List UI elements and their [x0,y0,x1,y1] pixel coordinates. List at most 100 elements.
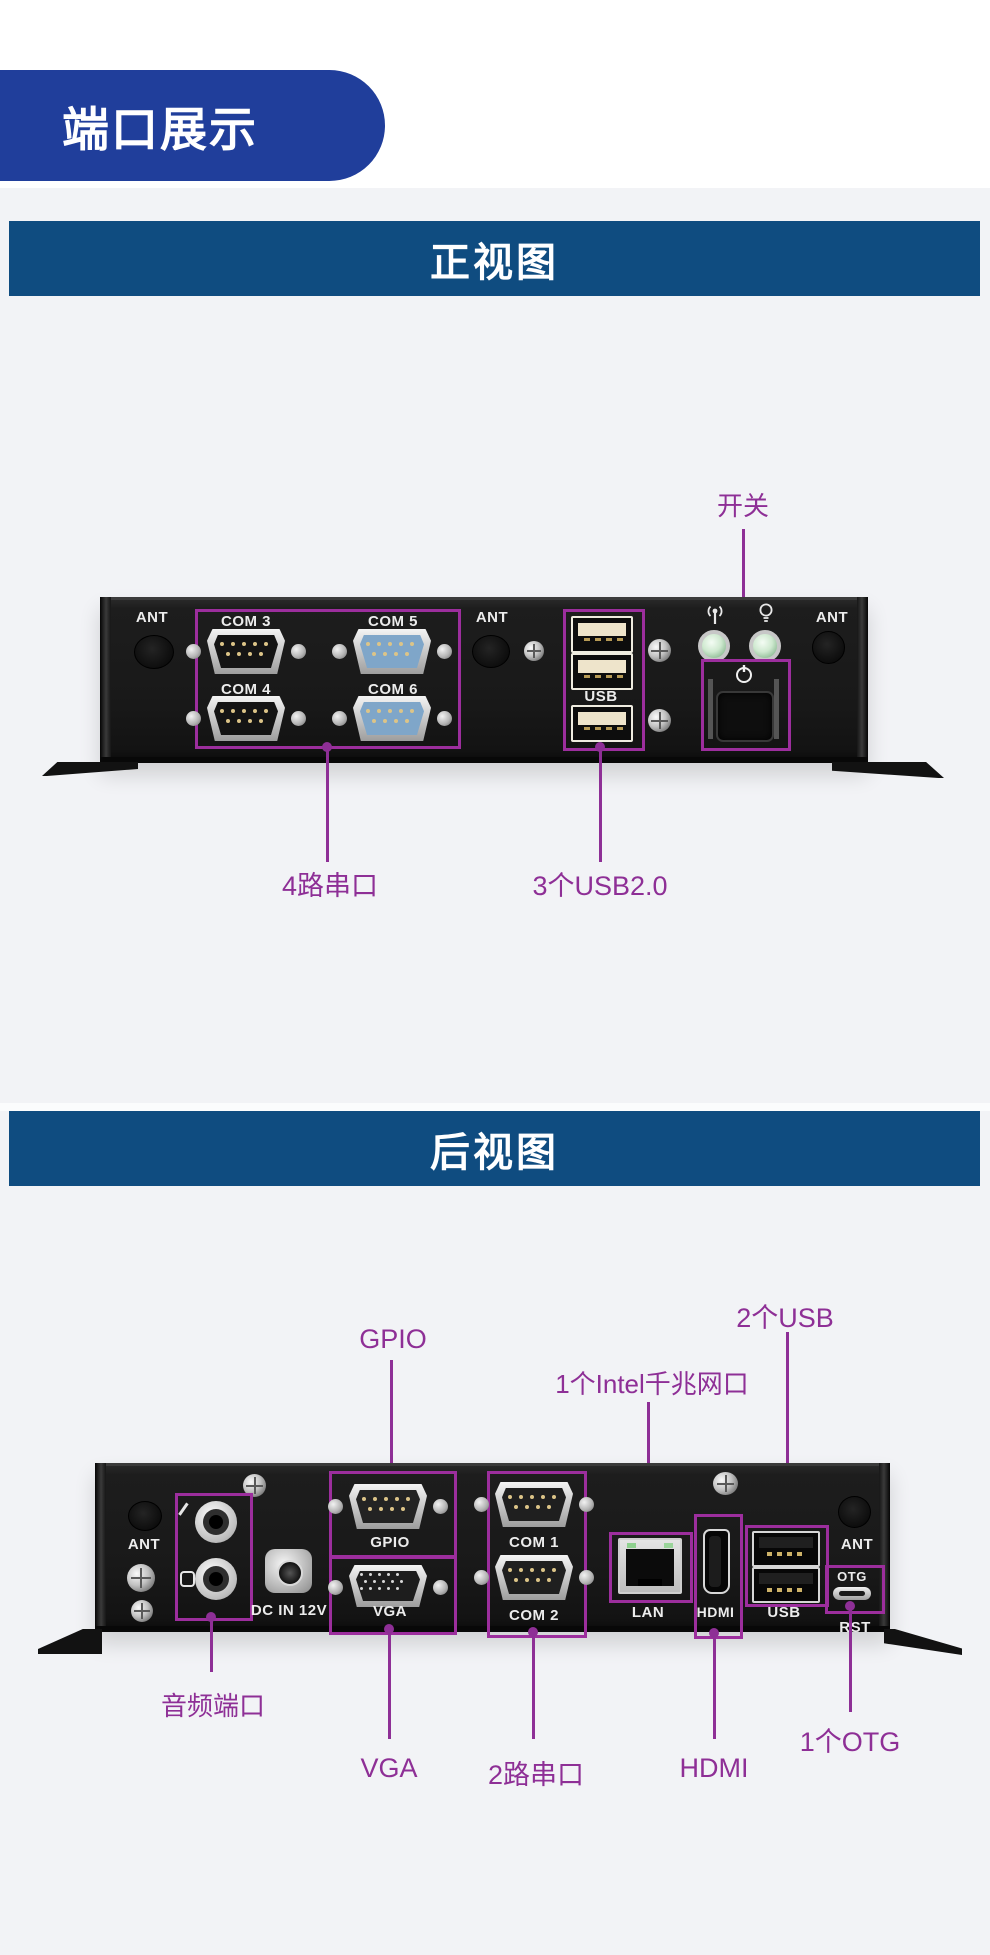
front-ant-mid-label: ANT [475,609,509,626]
rear-view-title: 后视图 [430,1130,559,1175]
rear-usb-port-1 [752,1531,820,1567]
lan-label: LAN [631,1604,665,1621]
vga-callout-box [329,1555,457,1635]
chassis-left-bevel [95,1463,106,1632]
front-usb-label: USB [584,688,618,705]
vga-label: VGA [372,1603,407,1620]
power-icon [733,663,755,685]
front-view-header: 正视图 [9,221,980,296]
annotation-gpio: GPIO [359,1324,427,1354]
rear-view-header: 后视图 [9,1111,980,1186]
front-view-title: 正视图 [430,240,559,285]
audio-jack-out [195,1501,237,1543]
annotation-serial2-line [532,1632,535,1739]
screw-icon [648,639,671,662]
annotation-otg: 1个OTG [799,1727,901,1757]
power-button[interactable] [716,691,774,742]
annotation-hdmi-line [713,1633,716,1739]
front-ant-right-label: ANT [815,609,849,626]
com1-label: COM 1 [508,1534,559,1551]
com3-label: COM 3 [220,613,271,630]
screw-icon [127,1564,155,1592]
front-ant-left-label: ANT [135,609,169,626]
annotation-serial-line [326,747,329,862]
annotation-serial2: 2路串口 [487,1760,585,1790]
annotation-gpio-line [390,1360,393,1472]
hdmi-label: HDMI [696,1604,735,1620]
chassis-bottom-lip [100,757,868,763]
otg-port [833,1587,871,1600]
page-title: 端口展示 [62,103,258,156]
rear-usb-port-2 [752,1567,820,1603]
annotation-otg-line [849,1606,852,1712]
annotation-switch: 开关 [716,491,769,521]
section-background [0,188,990,1955]
annotation-usb2-line [786,1332,789,1526]
com4-label: COM 4 [220,681,271,698]
rear-ant-left-label: ANT [127,1536,161,1553]
wireless-led [698,630,730,662]
switch-bracket [774,679,779,739]
section-divider [0,1103,990,1111]
rst-label: RST [839,1619,871,1636]
lan-callout-box [609,1532,693,1603]
gpio-label: GPIO [370,1534,410,1551]
chassis-top-edge [106,1463,879,1466]
chassis-right-bevel [857,597,868,763]
chassis-left-bevel [100,597,111,763]
front-usb-port-1 [571,616,633,653]
hdmi-callout-box [694,1514,743,1639]
antenna-signal-icon [703,604,727,626]
annotation-hdmi: HDMI [679,1753,749,1783]
lan-port [618,1538,682,1594]
screw-icon [713,1472,738,1495]
otg-label: OTG [837,1569,867,1584]
ground-screw-icon [131,1600,153,1622]
front-switch-callout-box [701,659,791,751]
page-title-banner: 端口展示 [0,70,385,181]
bulb-icon [757,602,775,626]
com6-label: COM 6 [367,681,418,698]
front-ant-mid-hole [472,635,510,668]
com3-port [186,629,306,674]
annotation-usb2-label: 2个USB [736,1303,834,1333]
dc-label: DC IN 12V [250,1602,328,1619]
com1-port [474,1482,594,1527]
annotation-switch-line [742,529,745,660]
audio-jack-mic [195,1558,237,1600]
screw-icon [524,641,544,661]
annotation-vga: VGA [360,1753,418,1783]
annotation-audio-line [210,1617,213,1672]
front-usb-port-3 [571,705,633,742]
front-ant-right-hole [812,631,845,664]
screw-icon [243,1474,266,1497]
annotation-audio: 音频端口 [160,1691,265,1721]
annotation-serial: 4路串口 [281,871,379,901]
chassis-top-edge [111,597,857,600]
mic-icon [180,1571,195,1587]
com5-port [332,629,452,674]
com6-port [332,696,452,741]
rear-ant-right-hole [838,1496,871,1528]
rear-serial-callout-box [487,1471,587,1638]
rear-panel-image: ANT DC IN 12V GPIO VGA COM 1 COM 2 LAN H… [95,1463,890,1639]
front-usb-port-2 [571,653,633,690]
rear-ant-right-label: ANT [840,1536,874,1553]
com2-label: COM 2 [508,1607,559,1624]
annotation-lan: 1个Intel千兆网口 [555,1369,749,1399]
com4-port [186,696,306,741]
hdmi-port [703,1529,730,1594]
rear-usb-label: USB [767,1604,801,1621]
switch-bracket [708,679,713,739]
screw-icon [648,709,671,732]
annotation-usb-line [599,747,602,862]
chassis-bottom-lip [95,1626,890,1632]
dc-power-jack [265,1549,312,1593]
annotation-vga-line [388,1629,391,1739]
power-led [749,630,781,662]
rear-ant-left-hole [128,1501,162,1531]
front-ant-left-hole [134,635,174,669]
com5-label: COM 5 [367,613,418,630]
vga-port [328,1565,448,1607]
front-panel-image: ANT COM 3 COM 5 COM 4 COM 6 ANT USB [100,597,868,763]
